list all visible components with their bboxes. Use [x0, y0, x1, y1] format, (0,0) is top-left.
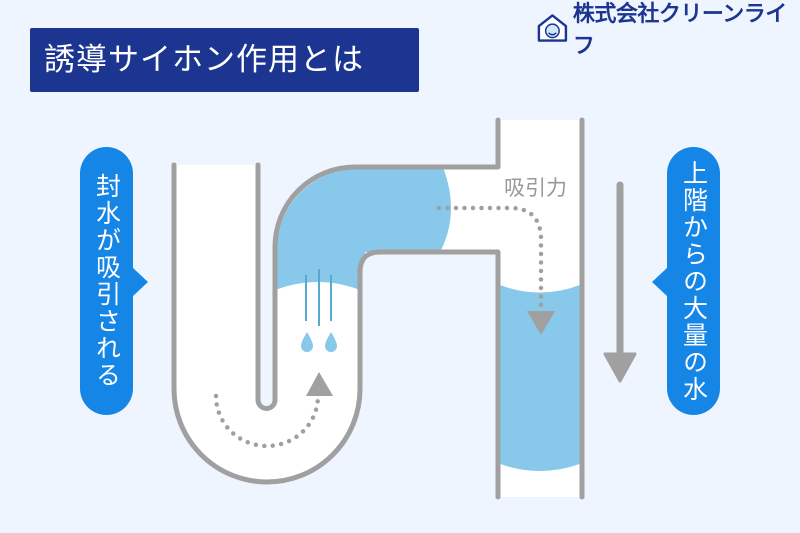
- large-arrow-down-icon: [603, 352, 637, 383]
- trap-flow-dotted-arrow: [213, 390, 321, 449]
- pipe-walls: [171, 117, 585, 500]
- seal-water-callout: 封水が吸引される: [80, 147, 133, 415]
- suction-label: 吸引力: [504, 176, 567, 200]
- company-logo: 株式会社クリーンライフ: [536, 2, 800, 59]
- arrow-up-icon: [306, 372, 333, 396]
- falling-water-lines: [305, 269, 332, 326]
- stack-water: [495, 283, 580, 471]
- arrow-down-icon: [527, 311, 555, 335]
- page-title: 誘導サイホン作用とは: [30, 28, 419, 92]
- house-mascot-icon: [537, 14, 568, 42]
- callout-pointer: [133, 268, 148, 296]
- trap-water: [270, 160, 451, 292]
- upper-floor-water-callout: 上階からの大量の水: [667, 147, 720, 415]
- company-name: 株式会社クリーンライフ: [572, 2, 787, 59]
- water-drop-icons: [301, 332, 337, 352]
- callout-pointer: [652, 268, 667, 296]
